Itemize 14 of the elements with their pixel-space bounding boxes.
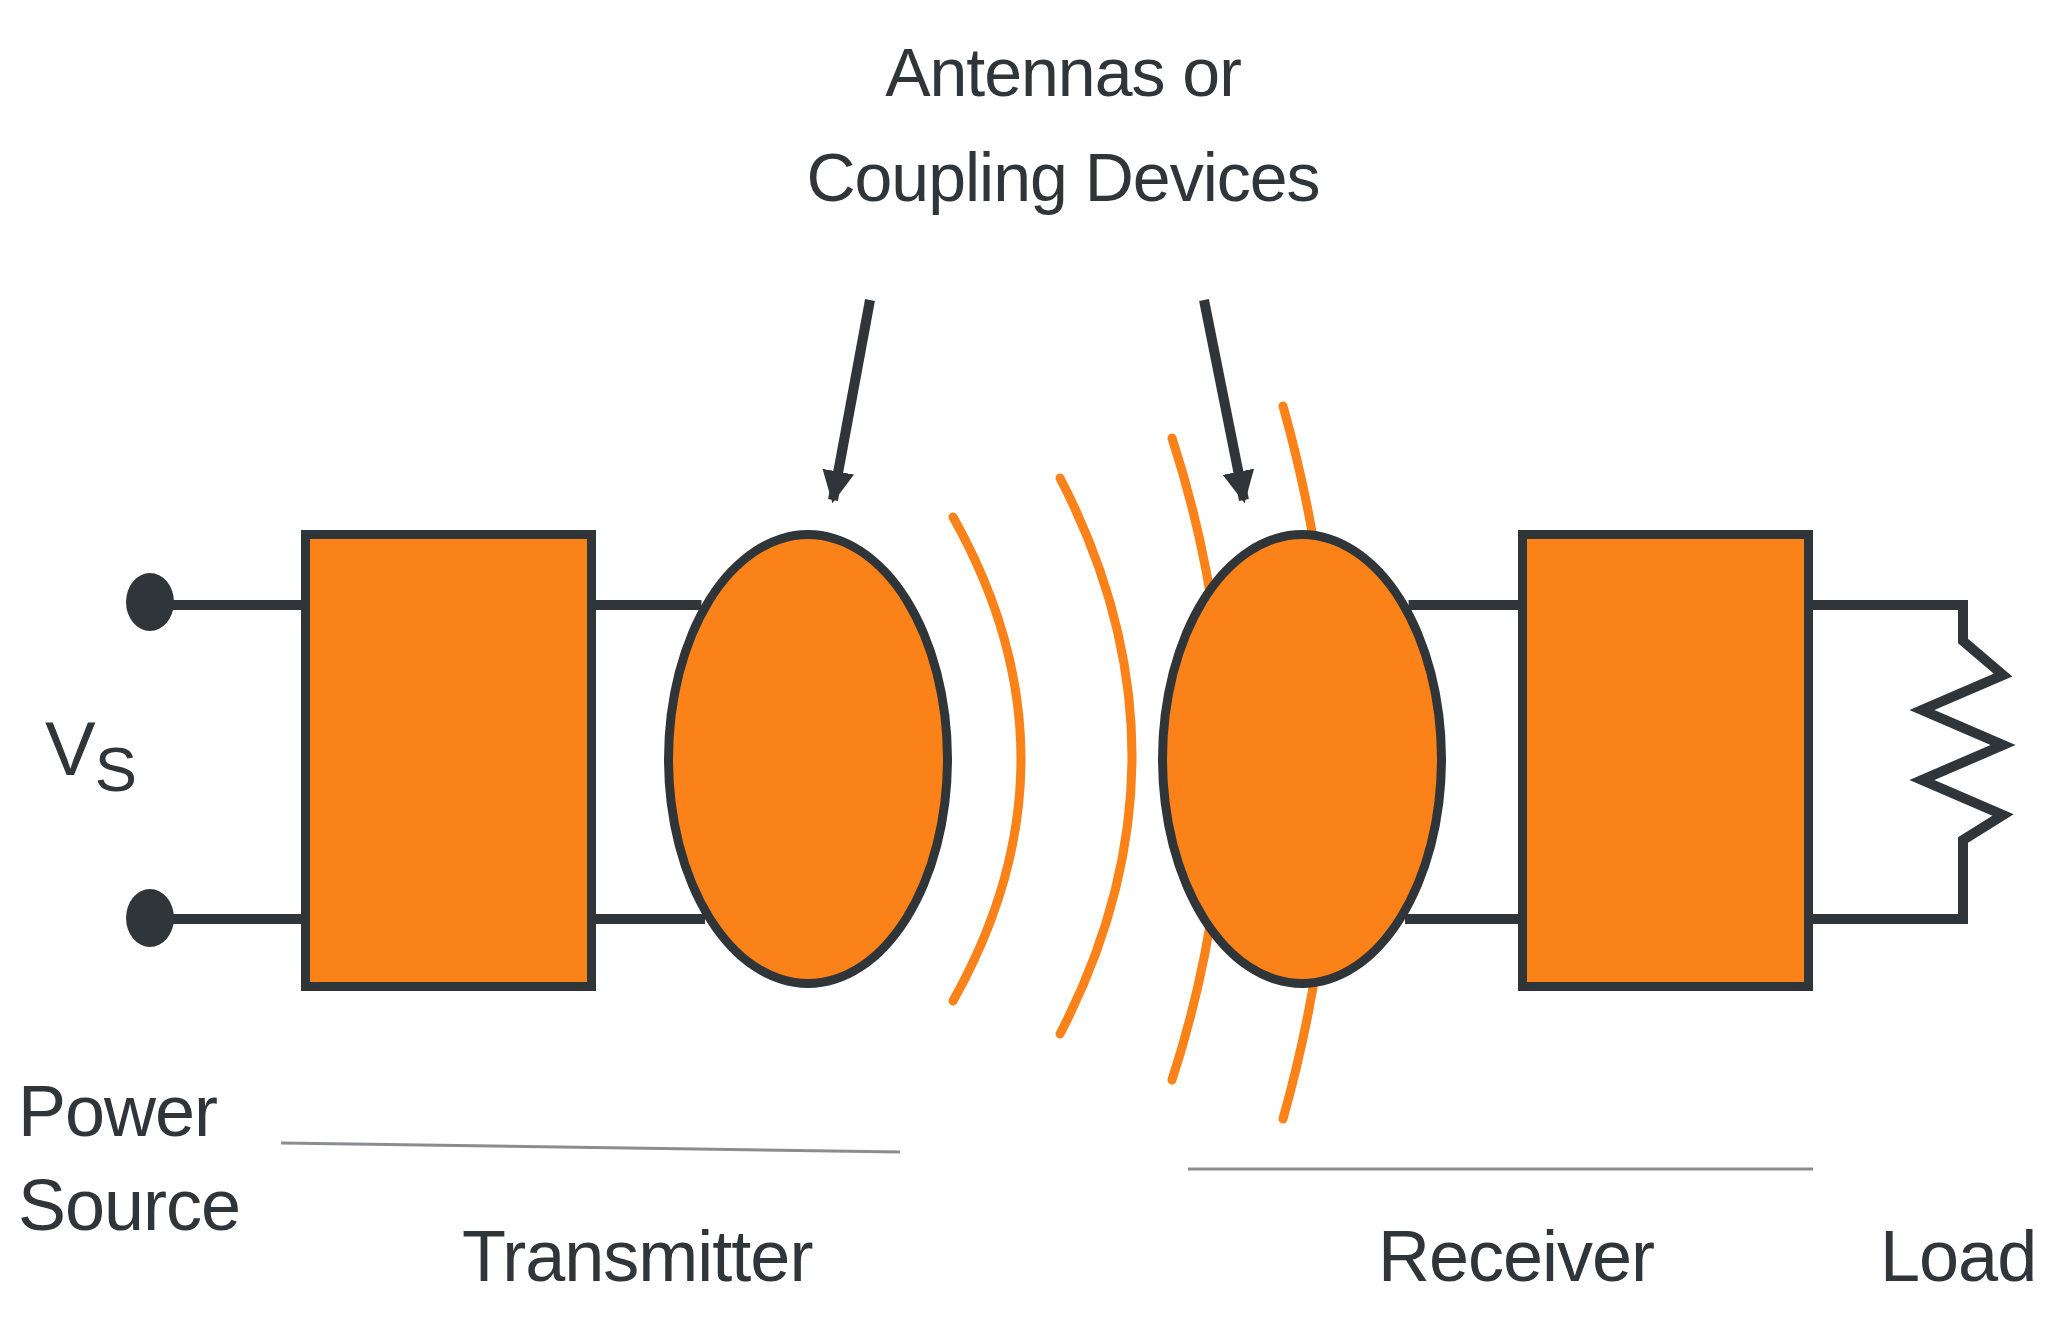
circuit-block	[301, 530, 596, 991]
arrow	[1199, 299, 1255, 504]
callout-title: Antennas or Coupling Devices	[763, 20, 1363, 240]
part-label: Transmitter	[462, 1215, 813, 1298]
wire	[596, 914, 705, 924]
wire	[1405, 914, 1518, 924]
circuit-block	[1518, 530, 1813, 991]
part-label: Receiver	[1378, 1215, 1655, 1298]
wire	[596, 600, 702, 610]
wire	[1408, 600, 1518, 610]
part-label: V$_{S}$	[45, 705, 136, 807]
arrow	[822, 299, 875, 504]
part-label: Load	[1880, 1215, 2037, 1298]
part-label: Power Source	[18, 1070, 242, 1247]
